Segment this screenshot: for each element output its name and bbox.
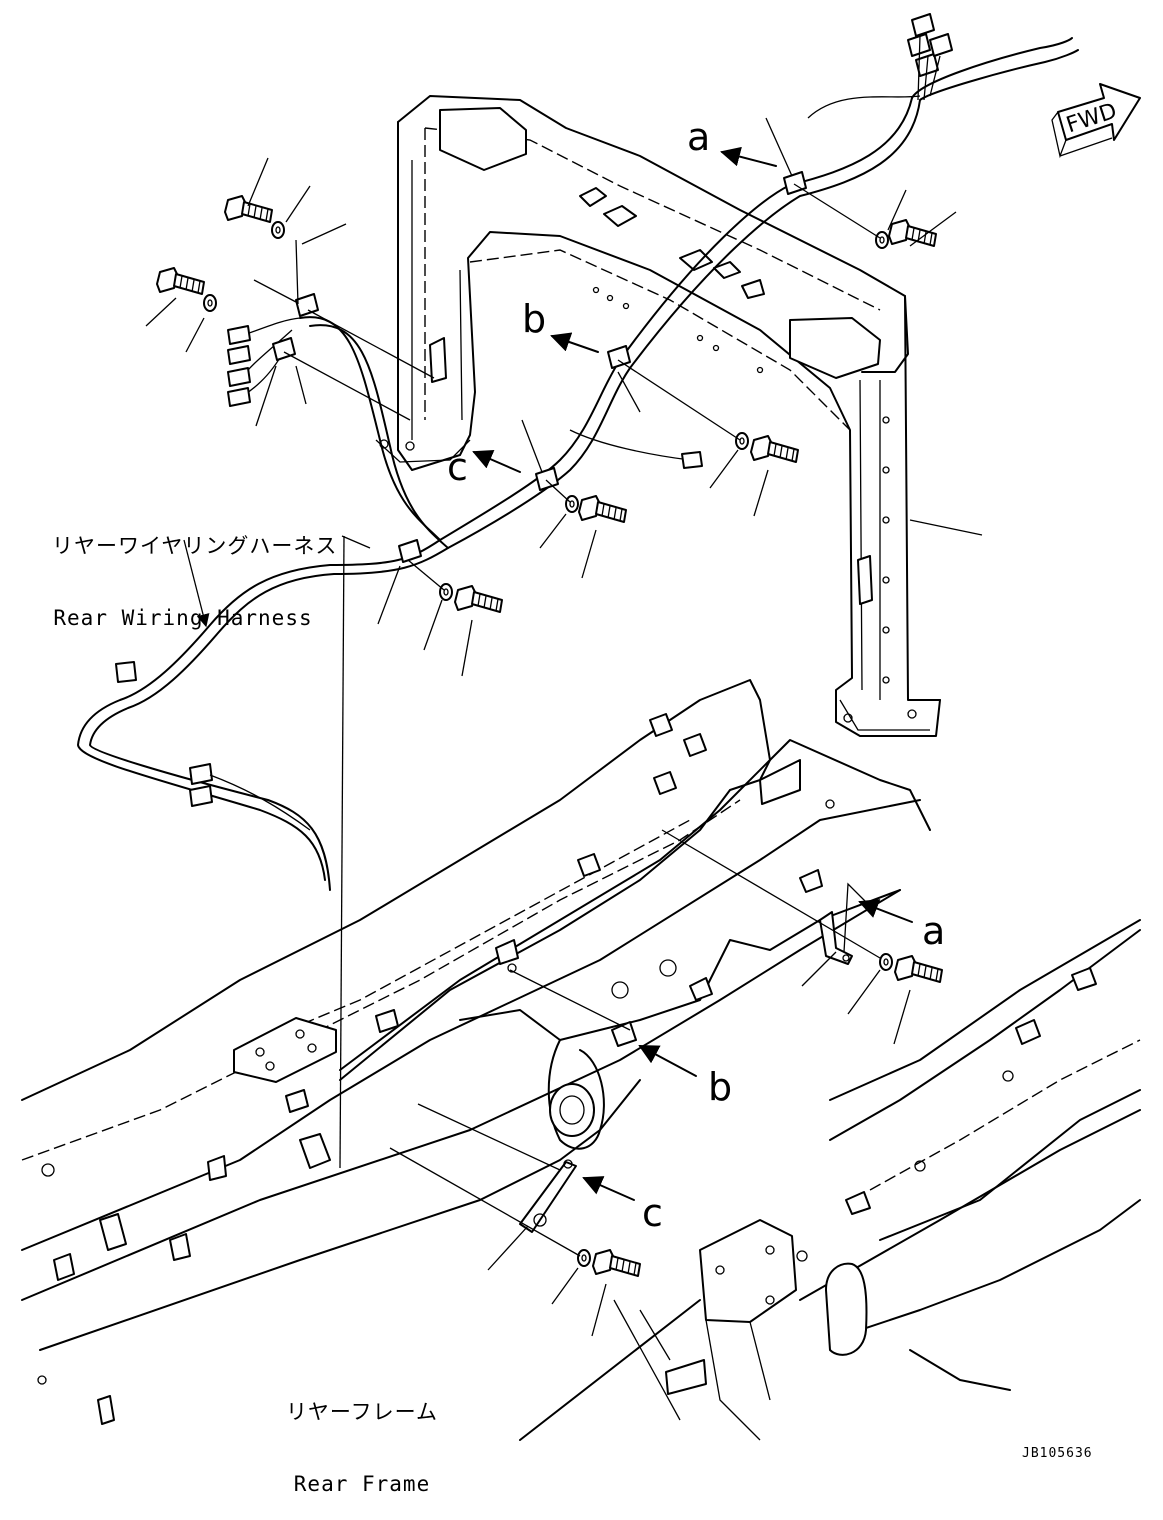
frame-label-en: Rear Frame — [293, 1472, 431, 1496]
parts-diagram — [21, 13, 1141, 1441]
callout-arrows — [472, 146, 913, 1201]
harness-label: リヤーワイヤリングハーネス Rear Wiring Harness — [52, 486, 338, 654]
callout-c-upper: c — [447, 445, 468, 489]
harness-label-jp: リヤーワイヤリングハーネス — [52, 534, 338, 558]
assembly-lines — [145, 117, 957, 1337]
frame-label: リヤーフレーム Rear Frame — [272, 1352, 452, 1520]
callout-a-upper: a — [687, 115, 711, 159]
harness-label-en: Rear Wiring Harness — [53, 606, 313, 630]
callout-b-lower: b — [708, 1065, 733, 1109]
upper-frame — [375, 95, 983, 737]
callout-b-upper: b — [522, 297, 547, 341]
fwd-badge — [1051, 83, 1141, 159]
callout-c-lower: c — [642, 1191, 663, 1235]
harness-brackets — [519, 911, 853, 1233]
rear-wiring-harness — [77, 13, 1079, 891]
frame-label-jp: リヤーフレーム — [285, 1400, 439, 1424]
drawing-id: JB105636 — [1022, 1446, 1093, 1461]
rear-frame — [21, 679, 1141, 1441]
callout-a-lower: a — [922, 909, 946, 953]
